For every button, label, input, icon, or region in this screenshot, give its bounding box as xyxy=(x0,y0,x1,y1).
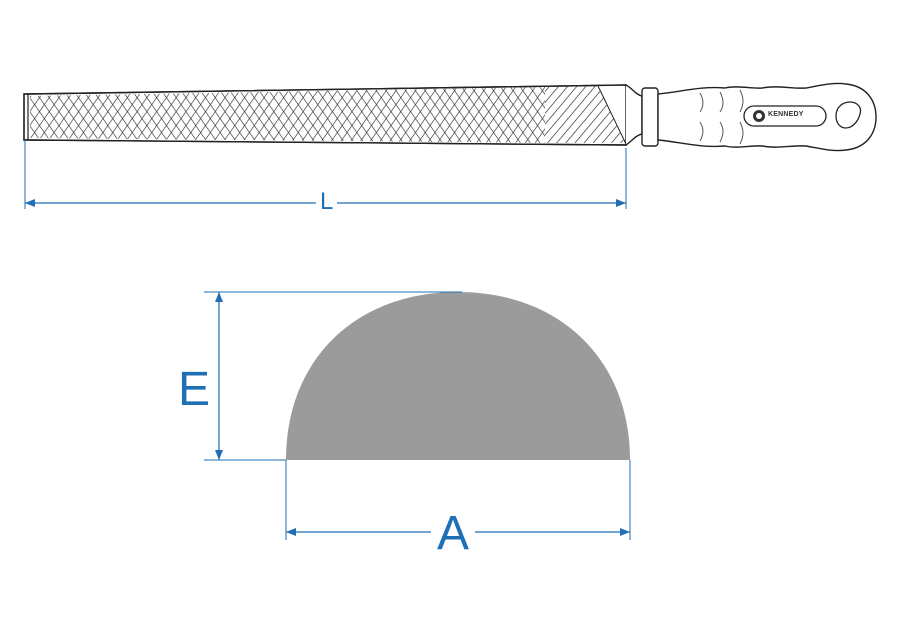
width-arrow-right xyxy=(620,528,630,536)
height-arrow-bottom xyxy=(215,450,223,460)
teeth-end-boundary xyxy=(597,85,627,145)
width-label: A xyxy=(431,510,476,558)
handle-ferrule xyxy=(641,87,659,147)
length-arrow-right xyxy=(616,199,626,207)
handle-brand-plate xyxy=(743,105,827,127)
height-arrow-top xyxy=(215,292,223,302)
file-teeth xyxy=(30,85,626,145)
handle-hang-hole xyxy=(835,101,862,129)
length-label: L xyxy=(316,190,338,214)
handle-brand-text: KENNEDY xyxy=(768,111,804,118)
file-tang xyxy=(625,84,643,146)
half-round-cross-section xyxy=(286,292,630,460)
height-dimension xyxy=(204,291,462,461)
file-side-view xyxy=(23,82,877,152)
height-label: E xyxy=(178,363,211,416)
width-arrow-left xyxy=(286,528,296,536)
handle-grip-ridges xyxy=(699,89,744,145)
length-arrow-left xyxy=(25,199,35,207)
